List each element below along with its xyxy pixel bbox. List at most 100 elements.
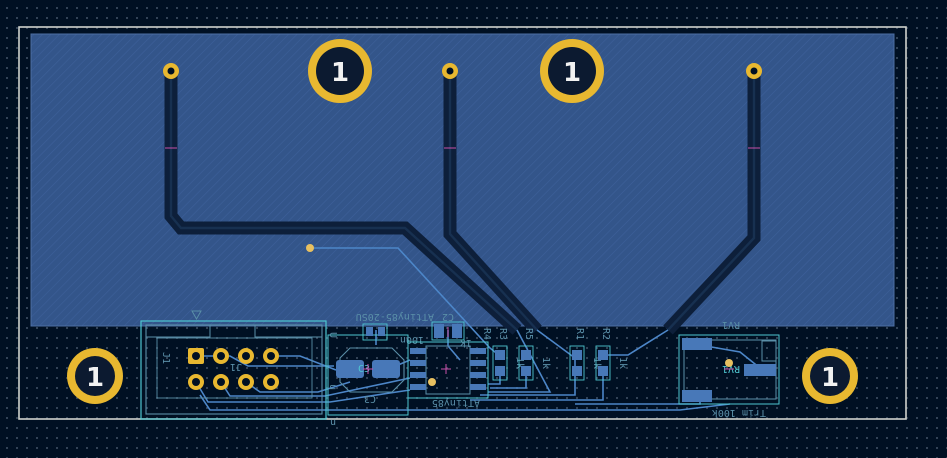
attiny-part-label: ATtiny85-20SU <box>356 311 434 322</box>
r1-courtyard <box>569 345 585 381</box>
rv1-pad-1[interactable] <box>682 338 712 350</box>
ic-pad[interactable] <box>410 348 426 354</box>
vias[interactable] <box>306 244 733 386</box>
via-icon[interactable] <box>428 378 436 386</box>
c3-pad-left[interactable] <box>336 360 364 378</box>
j1-pad-drill <box>192 378 200 386</box>
r5-reference-label: R5 <box>523 328 534 340</box>
j1-courtyard <box>140 320 327 420</box>
r1-pad[interactable] <box>572 350 582 360</box>
u-reference-label: u <box>330 417 336 428</box>
r3-reference-label: R3 <box>497 328 508 340</box>
c3-reference-label: C3 <box>364 393 376 404</box>
r5-courtyard <box>518 345 534 381</box>
j1-body-outline <box>145 324 323 415</box>
mounting-hole-label: 1 <box>331 58 349 88</box>
r3-courtyard <box>492 345 508 381</box>
r5-value-label: 1k <box>540 357 551 369</box>
j1-reference-label: J1 <box>160 352 171 364</box>
mounting-hole-label: 1 <box>821 363 839 393</box>
j1-pad-drill <box>217 352 225 360</box>
rv1-adjust-window <box>761 340 777 362</box>
mounting-hole-inner <box>75 356 115 396</box>
rv1-pad-3[interactable] <box>682 390 712 402</box>
j1-pad-drill <box>242 352 250 360</box>
mounting-hole-top-left[interactable]: 1 <box>308 39 372 103</box>
board-edge-outline <box>18 26 907 420</box>
mounting-hole-inner <box>316 47 364 95</box>
ic-pad[interactable] <box>470 372 486 378</box>
ic-pad[interactable] <box>410 372 426 378</box>
capacitor-c3[interactable]: C3 C3 <box>327 334 409 416</box>
test-pad-drill <box>446 67 454 75</box>
c2-value-label: 100n <box>400 334 424 345</box>
ic-courtyard <box>407 341 489 399</box>
mounting-hole-top-right[interactable]: 1 <box>540 39 604 103</box>
r1-pad[interactable] <box>572 366 582 376</box>
c2-pad[interactable] <box>366 327 373 336</box>
mounting-hole-inner <box>548 47 596 95</box>
anchor-markers <box>165 147 760 374</box>
via-icon[interactable] <box>306 244 314 252</box>
ic-pad[interactable] <box>410 384 426 390</box>
r4-value-label: 1k <box>460 337 472 348</box>
j1-pad-drill <box>217 378 225 386</box>
ic-pad[interactable] <box>470 384 486 390</box>
rv1-reference-label: RV1 <box>722 319 740 330</box>
zone-clearance-traces <box>169 71 756 331</box>
mounting-hole-bottom-right[interactable]: 1 <box>802 348 858 404</box>
c3-pad-right[interactable] <box>372 360 400 378</box>
c2-pad[interactable] <box>378 327 385 336</box>
ic-pad[interactable] <box>470 360 486 366</box>
resistor-r1[interactable]: R1 1k <box>569 328 602 381</box>
r5-pad[interactable] <box>521 366 531 376</box>
connector-j1[interactable]: J1 J1 <box>140 310 327 420</box>
pin1-triangle-icon <box>191 310 202 321</box>
test-pad-drill <box>750 67 758 75</box>
j1-fab-outline <box>156 337 313 399</box>
mounting-hole-label: 1 <box>86 363 104 393</box>
resistor-r5[interactable]: R5 1k <box>518 328 551 381</box>
ic-attiny85[interactable]: ATtiny85-20SU ATtiny85 <box>356 311 489 408</box>
mounting-hole-label: 1 <box>563 58 581 88</box>
r2-value-label: 1k <box>617 357 628 369</box>
j1-pad-drill <box>267 352 275 360</box>
r1-value-label: 1k <box>591 357 602 369</box>
c2-courtyard <box>362 323 388 341</box>
ic-top-pad[interactable] <box>431 321 465 341</box>
rv1-courtyard <box>678 334 780 405</box>
test-pad-holes[interactable] <box>163 63 762 79</box>
rv1-trim-value-label: Trim 100k <box>712 407 766 418</box>
r3-value-label: 1k <box>514 357 525 369</box>
resistor-r2[interactable]: R2 1k <box>595 328 628 381</box>
j1-pad-drill <box>267 378 275 386</box>
c2-reference-label: C2 <box>442 311 454 322</box>
r2-pad[interactable] <box>598 366 608 376</box>
ic-value-label: ATtiny85 <box>432 397 480 408</box>
via-icon[interactable] <box>725 359 733 367</box>
j1-value-label: J1 <box>230 361 242 372</box>
r3-pad[interactable] <box>495 350 505 360</box>
r2-reference-label: R2 <box>600 328 611 340</box>
ic-top-pad-right[interactable] <box>452 324 462 338</box>
r4-reference-label: R4 <box>481 328 492 340</box>
j1-key-notch-right <box>254 325 322 338</box>
r2-pad[interactable] <box>598 350 608 360</box>
r3-pad[interactable] <box>495 366 505 376</box>
resistor-r3[interactable]: R3 1k <box>492 328 525 381</box>
mounting-hole-bottom-left[interactable]: 1 <box>67 348 123 404</box>
ic-pad[interactable] <box>470 348 486 354</box>
ic-pad[interactable] <box>410 360 426 366</box>
test-pad-drill <box>167 67 175 75</box>
capacitor-c2[interactable]: C2 100n <box>362 311 454 345</box>
j1-pads[interactable] <box>188 348 279 390</box>
r5-pad[interactable] <box>521 350 531 360</box>
mounting-hole-inner <box>810 356 850 396</box>
r1-reference-label: R1 <box>574 328 585 340</box>
rv1-pad-2[interactable] <box>744 364 776 376</box>
u-value-label: U <box>327 332 338 338</box>
u-value-label-secondary: u <box>327 384 338 390</box>
ic-body-outline <box>425 345 471 395</box>
ic-top-pad-left[interactable] <box>434 324 444 338</box>
